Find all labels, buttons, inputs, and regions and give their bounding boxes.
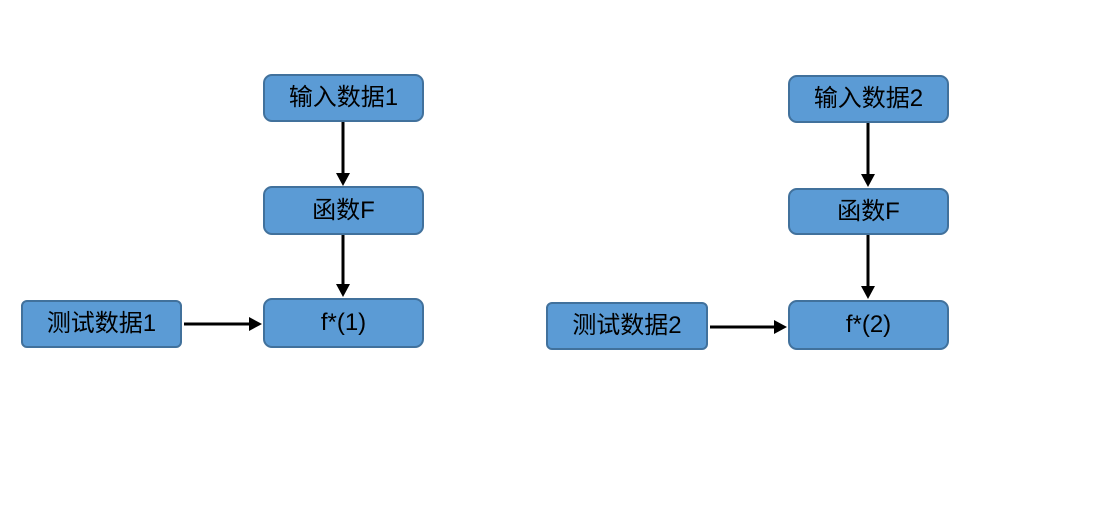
node-function-f-1: 函数F [263,186,424,235]
node-output-fstar-2: f*(2) [788,300,949,350]
node-function-f-2: 函数F [788,188,949,235]
arrow-input2-to-function2 [861,123,875,187]
arrow-function1-to-output1 [336,235,350,297]
arrow-test2-to-output2 [710,320,787,334]
node-test-data-1: 测试数据1 [21,300,182,348]
node-output-fstar-1: f*(1) [263,298,424,348]
node-input-data-2: 输入数据2 [788,75,949,123]
node-input-data-1: 输入数据1 [263,74,424,122]
arrow-input1-to-function1 [336,122,350,186]
arrow-function2-to-output2 [861,235,875,299]
arrow-test1-to-output1 [184,317,262,331]
node-test-data-2: 测试数据2 [546,302,708,350]
